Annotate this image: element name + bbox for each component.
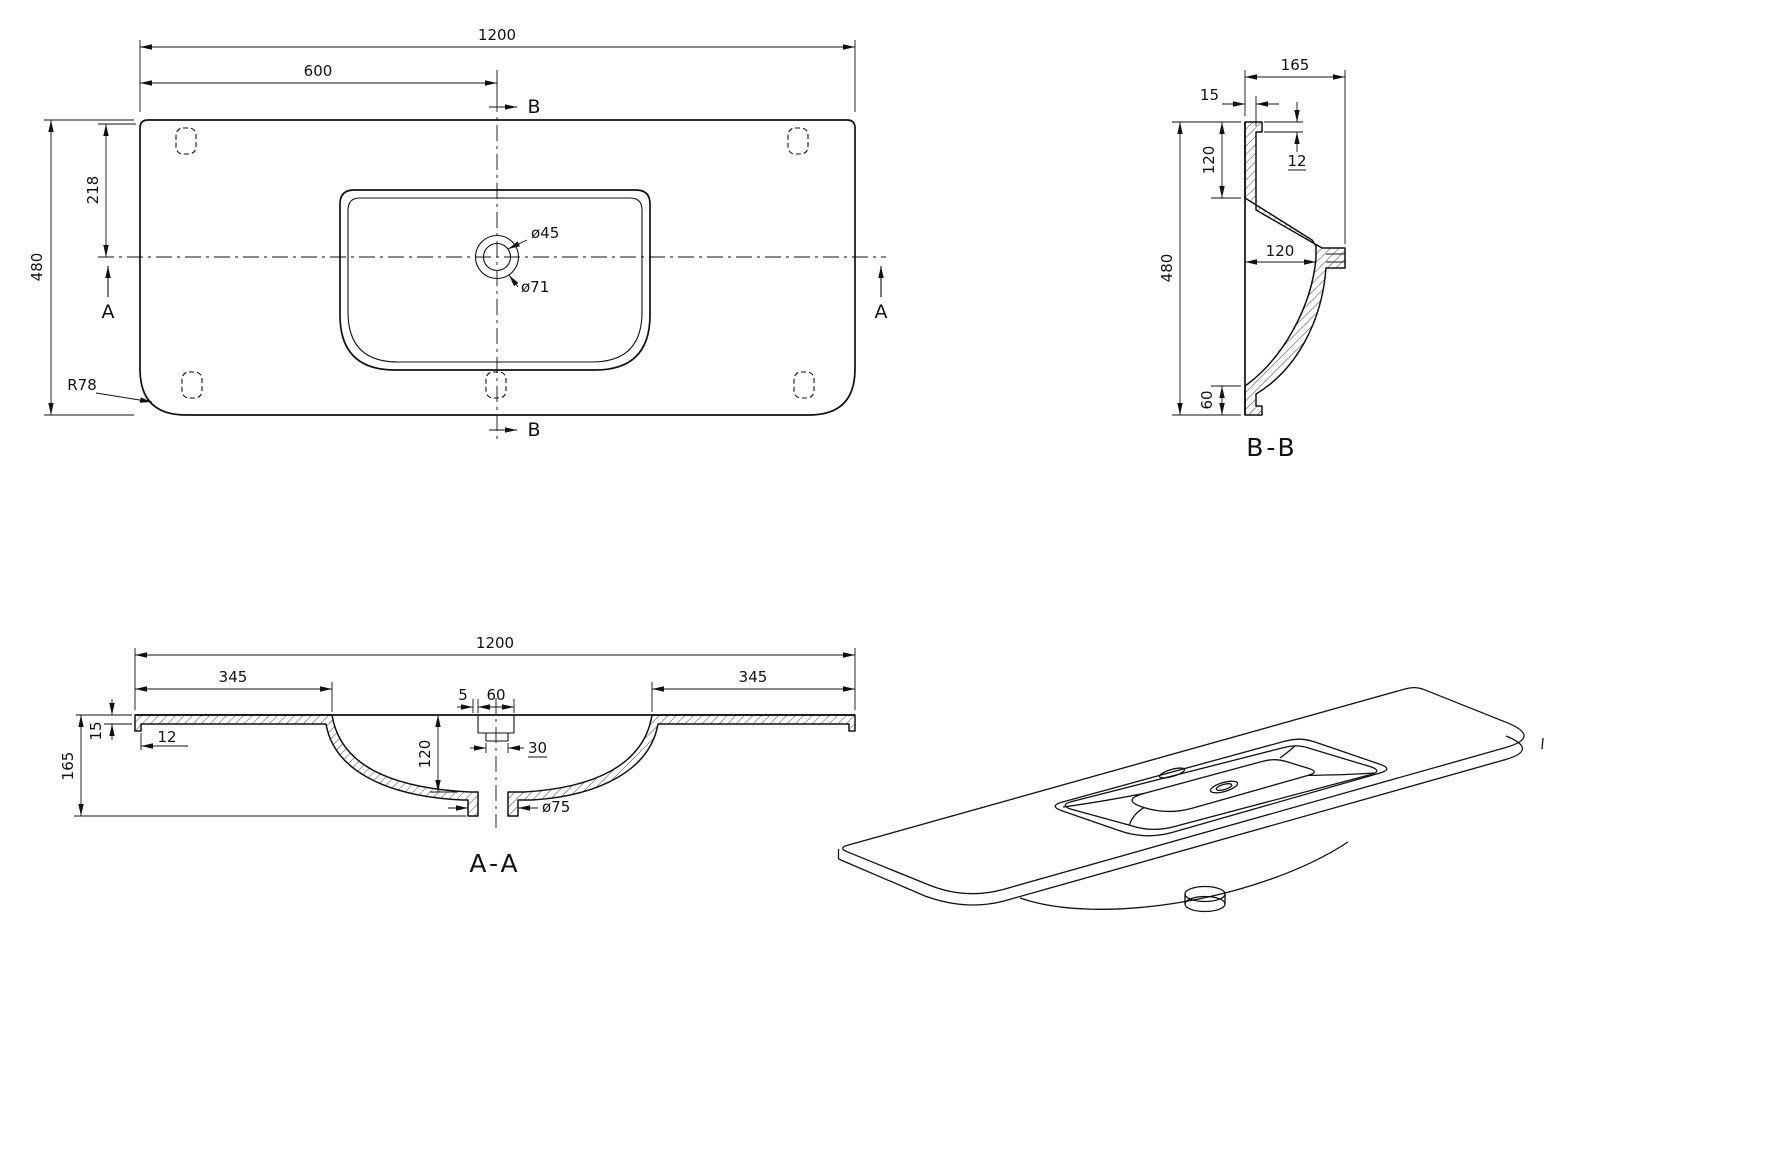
basin-rim-inner (1064, 745, 1378, 831)
drain-hole-3d (1209, 780, 1239, 794)
dim-label: 120 (1266, 242, 1295, 260)
dim-label: 1200 (478, 26, 516, 44)
dim-aa-front-lip: 12 (140, 728, 188, 750)
mounting-slot (793, 371, 815, 399)
radius-label: R78 (67, 376, 97, 394)
section-bb-view: 165 15 12 120 480 (1158, 56, 1346, 462)
dim-label: 218 (84, 176, 102, 205)
dim-bb-overall-depth: 480 (1158, 122, 1241, 416)
section-marker-a-left: A (102, 266, 115, 323)
drain-spud-bottom (1184, 895, 1226, 913)
dim-label: ø45 (531, 224, 559, 242)
basin-wall-line (1128, 807, 1145, 826)
drain-hole-3d-inner (1215, 783, 1233, 791)
plan-view: 1200 600 480 218 R78 B B (28, 26, 888, 441)
dim-label: 15 (1200, 86, 1219, 104)
basin-inner-rim (347, 197, 643, 363)
aa-material-left (134, 714, 479, 817)
dim-label: 165 (59, 752, 77, 781)
dim-label: 345 (739, 668, 768, 686)
underside-bulge (1019, 841, 1349, 910)
dim-label: 15 (87, 721, 105, 740)
section-marker-a-right: A (875, 266, 888, 323)
mounting-slot (787, 127, 809, 155)
section-bb-title: B-B (1246, 433, 1297, 462)
dim-bb-overall-height: 165 (1244, 56, 1346, 244)
dim-label: ø75 (542, 798, 570, 816)
section-label-a: A (875, 301, 888, 323)
iso-view (837, 687, 1544, 913)
dim-aa-right-ledge: 345 (651, 668, 855, 712)
dim-label: 60 (486, 686, 505, 704)
dim-aa-overflow-slot: 30 (470, 739, 547, 758)
dim-overall-depth: 480 (28, 119, 134, 416)
dim-label: 345 (219, 668, 248, 686)
basin-wall-line (1279, 745, 1296, 759)
dim-center-width: 600 (140, 62, 498, 96)
slab-front-edge (838, 735, 1524, 906)
section-label-b: B (527, 419, 540, 441)
mounting-slot (485, 371, 507, 399)
dim-label: 600 (304, 62, 333, 80)
dim-aa-top-thickness: 15 (76, 699, 132, 741)
radius-callout: R78 (67, 376, 153, 403)
dim-label: 12 (1287, 152, 1306, 170)
dim-bb-top-thickness: 15 (1200, 86, 1279, 126)
dim-label: 30 (528, 739, 547, 757)
slab-edge-corner (1541, 737, 1544, 750)
section-marker-b-top: B (489, 96, 541, 118)
basin-outline (339, 189, 651, 371)
basin-wall-line (1062, 792, 1145, 808)
section-marker-b-bottom: B (489, 419, 541, 441)
drain-diameter-callout: ø45 (507, 224, 559, 250)
mounting-slot (175, 127, 197, 155)
dim-label: 480 (1158, 254, 1176, 283)
section-aa-title: A-A (469, 849, 520, 878)
dim-bb-front-lip: 12 (1264, 102, 1307, 171)
dim-label: 120 (1200, 146, 1218, 175)
dim-aa-overflow-width: 60 (477, 686, 515, 713)
dim-label: 120 (416, 740, 434, 769)
dim-aa-overall-height: 165 (59, 715, 466, 817)
dim-overall-width: 1200 (139, 26, 856, 112)
dim-bb-back-ledge: 60 (1198, 385, 1241, 415)
dim-aa-left-ledge: 345 (135, 668, 333, 712)
drain-recess-callout: ø71 (508, 274, 549, 296)
aa-material-right (507, 714, 856, 817)
bb-material-profile (1244, 121, 1346, 416)
slab-top-face (842, 687, 1525, 895)
dim-aa-drain-diameter: ø75 (448, 798, 570, 816)
dim-center-depth: 218 (84, 123, 136, 257)
basin-wall-line (1308, 772, 1375, 776)
counter-outline (139, 119, 856, 416)
dim-aa-bowl-depth: 120 (416, 715, 458, 793)
dim-label: 12 (157, 728, 176, 746)
dim-label: 5 (458, 686, 468, 704)
dim-label: 165 (1281, 56, 1310, 74)
dim-label: 60 (1198, 390, 1216, 409)
section-aa-view: 1200 345 345 5 60 30 (59, 634, 856, 878)
dim-label: 1200 (476, 634, 514, 652)
mounting-slot (181, 371, 203, 399)
dim-bb-bowl-depth: 120 (1245, 242, 1316, 265)
aa-overflow-slot (485, 733, 509, 742)
basin-rim-outer (1054, 738, 1388, 837)
dim-bb-front-ledge: 120 (1172, 121, 1241, 199)
dim-label: 480 (28, 253, 46, 282)
dim-aa-overall-width: 1200 (134, 634, 856, 710)
dim-label: ø71 (521, 278, 549, 296)
basin-bottom (1131, 759, 1315, 813)
section-label-b: B (527, 96, 540, 118)
overflow-slot-3d (1158, 767, 1186, 779)
dim-aa-overflow-offset: 5 (457, 686, 474, 713)
section-label-a: A (102, 301, 115, 323)
